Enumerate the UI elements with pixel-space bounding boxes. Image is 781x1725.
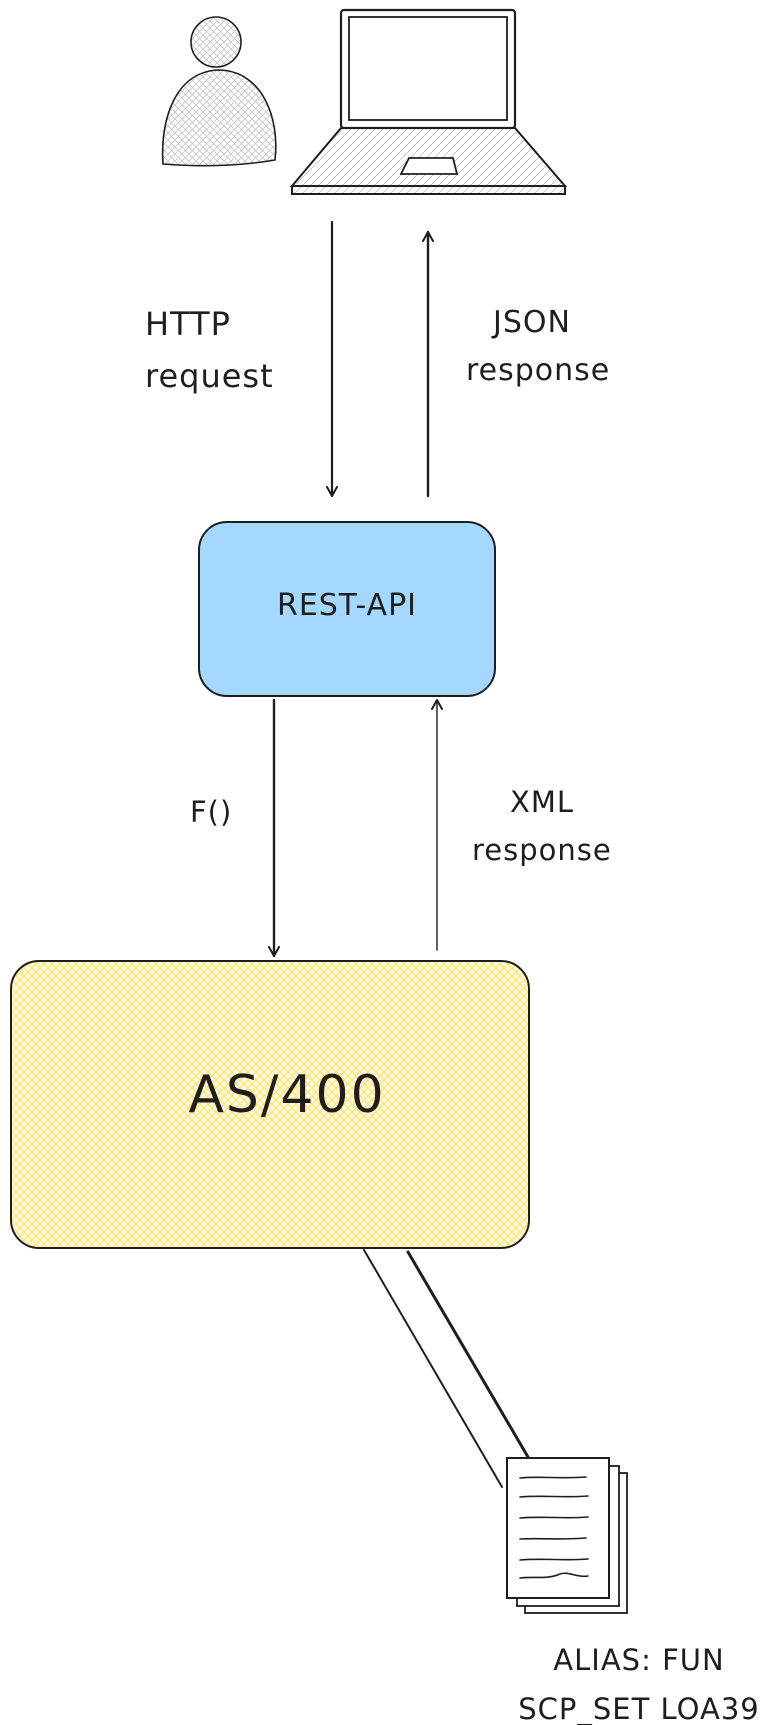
xml-response-label-line1: XML xyxy=(510,785,574,819)
http-request-label-line1: HTTP xyxy=(145,305,231,343)
person-icon xyxy=(161,16,277,167)
alias-label-line1: ALIAS: FUN xyxy=(553,1643,724,1677)
laptop-icon xyxy=(289,8,568,195)
function-call-label: F() xyxy=(190,795,232,829)
rest-api-node: REST-API xyxy=(198,521,496,697)
documents-icon xyxy=(506,1457,628,1614)
http-request-label-line2: request xyxy=(145,357,274,395)
as400-to-documents-line-1 xyxy=(363,1249,503,1488)
rest-api-label: REST-API xyxy=(277,588,417,623)
as400-node: AS/400 xyxy=(10,960,530,1249)
as400-label: AS/400 xyxy=(188,1065,385,1125)
as400-to-documents-line-2 xyxy=(406,1250,530,1459)
json-response-label-line1: JSON xyxy=(491,305,571,340)
json-response-label-line2: response xyxy=(466,353,610,388)
alias-label-line2: SCP_SET LOA39 xyxy=(518,1692,760,1725)
xml-response-label-line2: response xyxy=(472,833,612,867)
